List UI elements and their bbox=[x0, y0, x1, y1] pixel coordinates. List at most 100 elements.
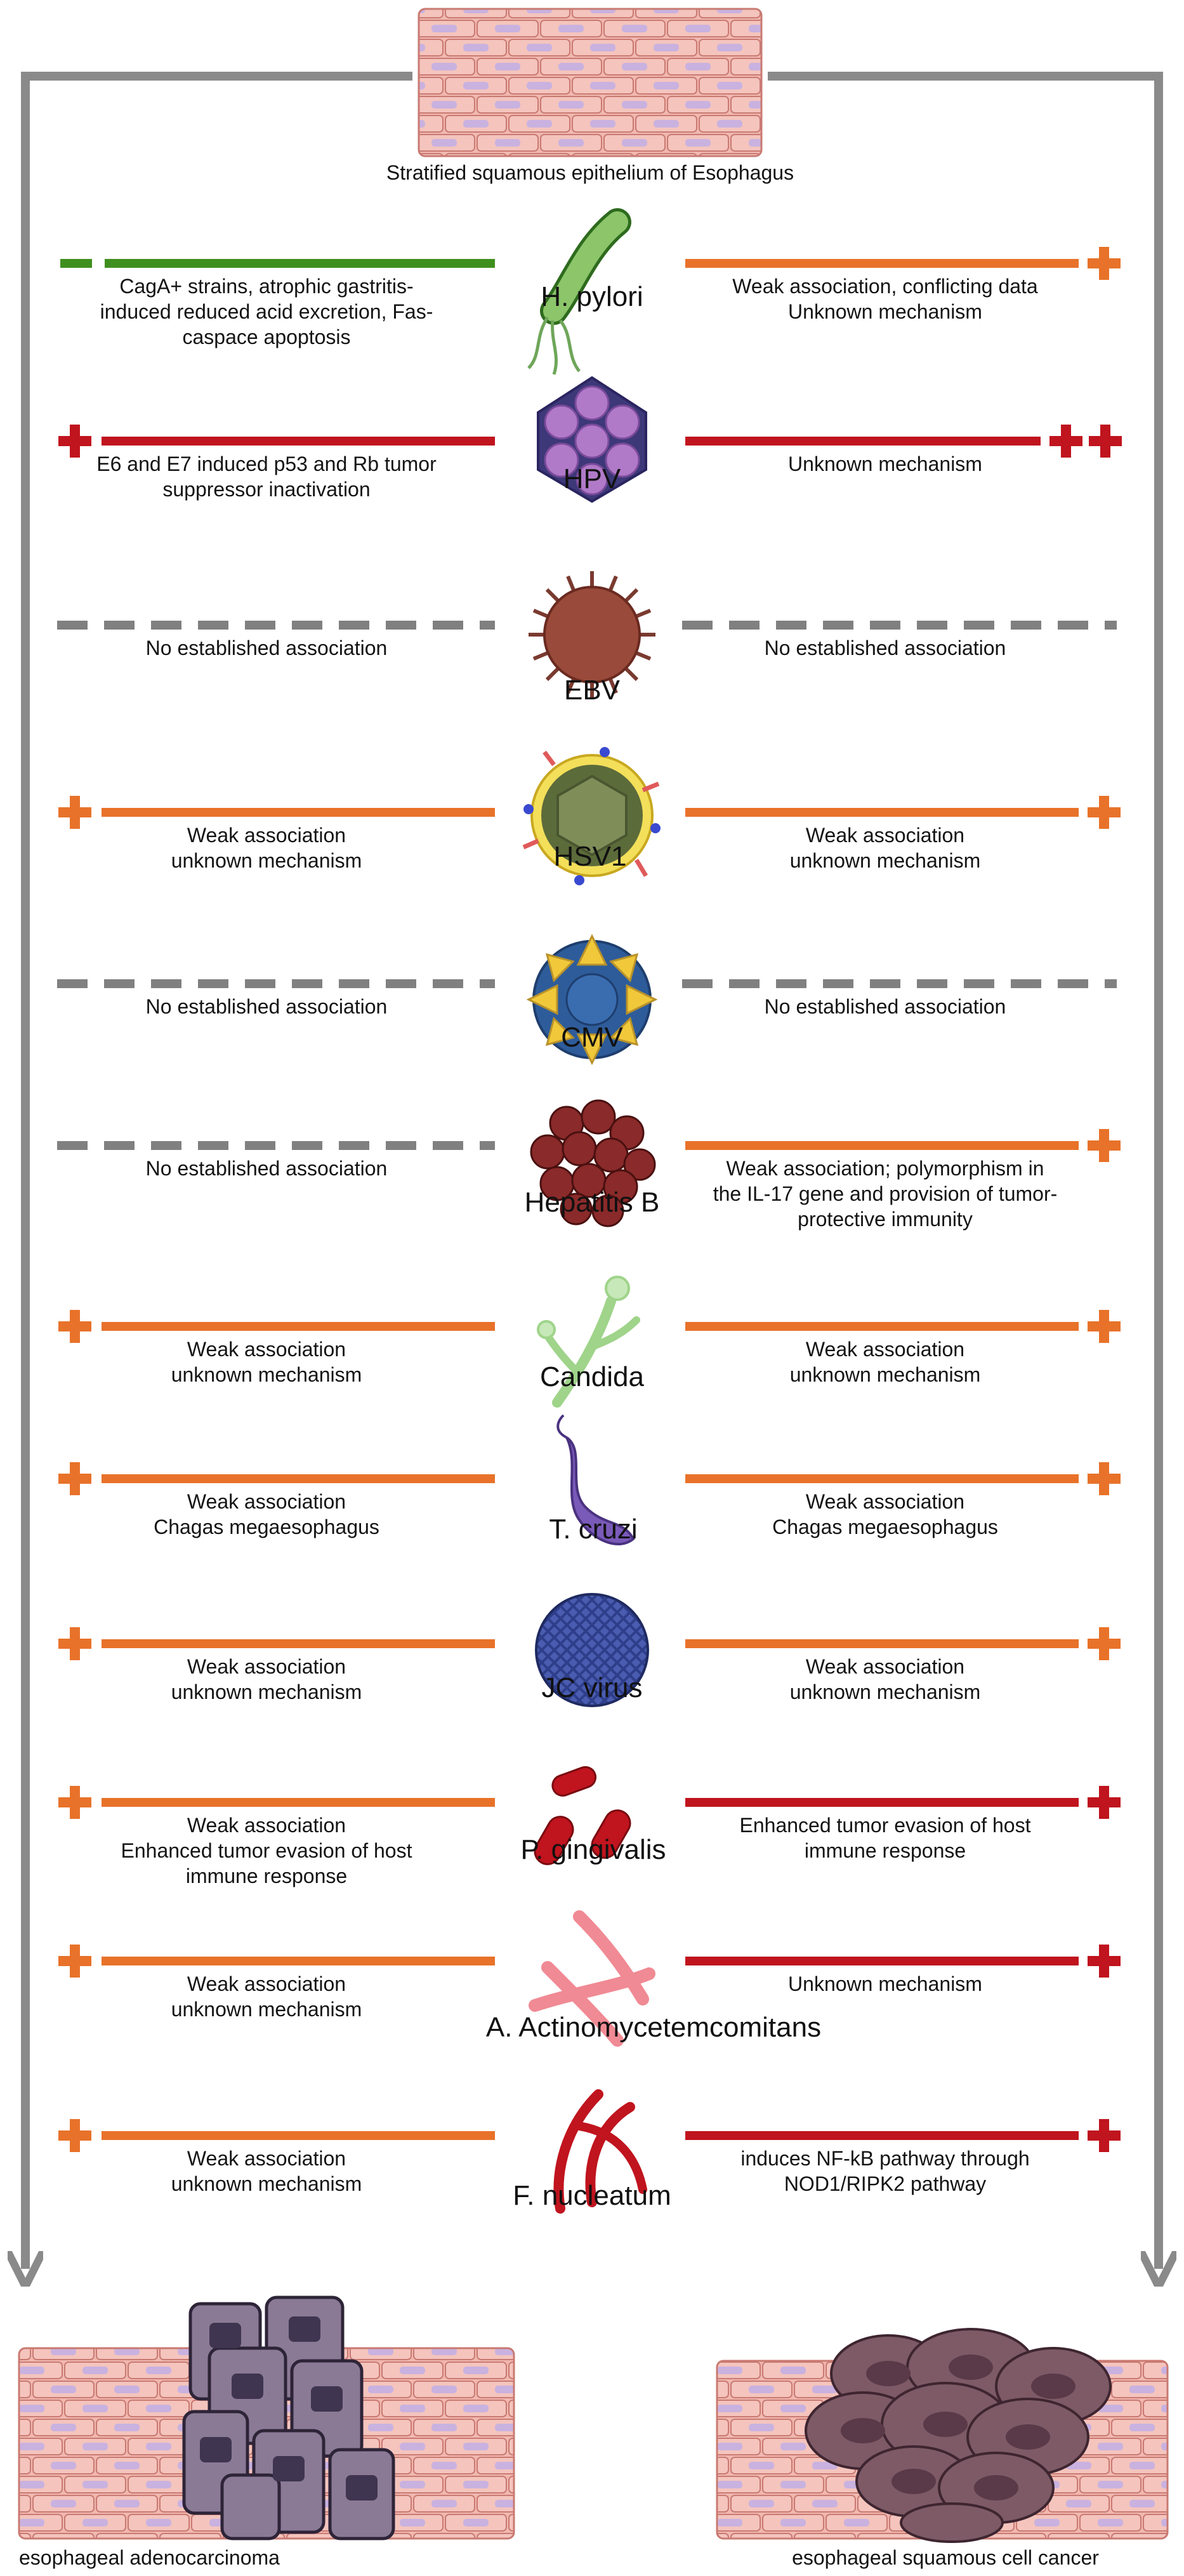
pathogen-name-8: JC virus bbox=[541, 1672, 643, 1703]
left-description-line: unknown mechanism bbox=[171, 1363, 362, 1386]
left-flow-arrow bbox=[25, 72, 412, 2269]
right-description-line: Weak association bbox=[805, 1490, 965, 1513]
left-description-line: Enhanced tumor evasion of host bbox=[121, 1839, 412, 1862]
right-description-2: No established association bbox=[688, 635, 1082, 661]
t-cruzi-icon bbox=[556, 1414, 635, 1546]
left-plus-mark-3 bbox=[58, 796, 91, 829]
pathogen-name-0: H. pylori bbox=[541, 281, 643, 312]
pathogen-name-1: HPV bbox=[563, 463, 621, 494]
left-line-6 bbox=[102, 1322, 495, 1331]
left-description-line: Weak association bbox=[187, 2147, 346, 2170]
right-plus-mark-a-1 bbox=[1049, 425, 1082, 458]
f-nucleatum-icon bbox=[553, 2089, 647, 2214]
left-line-10 bbox=[102, 1957, 495, 1965]
left-description-line: Weak association bbox=[187, 1814, 346, 1837]
left-description-line: Weak association bbox=[187, 1972, 346, 1995]
minus-mark-0 bbox=[60, 259, 92, 268]
left-description-line: CagA+ strains, atrophic gastritis- bbox=[119, 275, 414, 298]
left-description-line: suppressor inactivation bbox=[162, 478, 371, 501]
right-description-line: Unknown mechanism bbox=[788, 300, 982, 323]
right-plus-mark-11 bbox=[1088, 2119, 1121, 2152]
right-plus-mark-3 bbox=[1088, 796, 1121, 829]
right-description-1: Unknown mechanism bbox=[688, 451, 1082, 477]
pathogen-name-10: A. Actinomycetemcomitans bbox=[485, 2012, 822, 2043]
p-gingivalis-icon bbox=[534, 1766, 631, 1865]
left-line-11 bbox=[102, 2131, 495, 2140]
right-description-8: Weak association unknown mechanism bbox=[688, 1654, 1082, 1705]
adenocarcinoma-label: esophageal adenocarcinoma bbox=[19, 2546, 280, 2569]
right-description-10: Unknown mechanism bbox=[688, 1971, 1082, 1997]
left-line-9 bbox=[102, 1798, 495, 1807]
right-description-4: No established association bbox=[688, 994, 1082, 1019]
right-line-8 bbox=[685, 1639, 1079, 1648]
left-description-line: unknown mechanism bbox=[171, 2172, 362, 2195]
right-line-10 bbox=[685, 1957, 1079, 1965]
pathogen-name-9: P. gingivalis bbox=[520, 1834, 666, 1865]
right-line-11 bbox=[685, 2131, 1079, 2140]
right-description-line: immune response bbox=[804, 1839, 966, 1862]
adenocarcinoma-illustration bbox=[18, 2295, 515, 2540]
right-description-line: unknown mechanism bbox=[789, 1681, 981, 1703]
right-flow-arrow bbox=[768, 72, 1159, 2269]
left-description-line: No established association bbox=[145, 637, 388, 659]
left-plus-mark-10 bbox=[58, 1945, 91, 1978]
right-description-line: unknown mechanism bbox=[789, 849, 981, 872]
right-plus-mark-5 bbox=[1088, 1129, 1121, 1162]
right-description-line: the IL-17 gene and provision of tumor- bbox=[713, 1182, 1058, 1205]
a-actinomycetemcomitans-icon bbox=[529, 1910, 655, 2047]
left-description-line: unknown mechanism bbox=[171, 1681, 362, 1703]
pathogen-name-6: Candida bbox=[540, 1361, 644, 1392]
right-description-line: Weak association bbox=[805, 1655, 965, 1678]
right-description-line: Weak association bbox=[805, 1338, 965, 1361]
right-plus-mark-6 bbox=[1088, 1310, 1121, 1343]
pathogen-name-5: Hepatitis B bbox=[524, 1187, 660, 1218]
association-rows bbox=[57, 247, 1122, 2152]
cmv-icon bbox=[526, 934, 658, 1066]
left-description-10: Weak association unknown mechanism bbox=[70, 1971, 463, 2022]
right-line-3 bbox=[685, 808, 1079, 817]
left-description-line: E6 and E7 induced p53 and Rb tumor bbox=[96, 452, 437, 475]
squamous-cell-cancer-illustration bbox=[716, 2328, 1169, 2543]
right-description-line: Weak association bbox=[805, 824, 965, 847]
top-epithelium-label: Stratified squamous epithelium of Esopha… bbox=[386, 161, 794, 184]
left-plus-mark-7 bbox=[58, 1462, 91, 1495]
left-description-line: Weak association bbox=[187, 1490, 346, 1513]
left-description-line: Weak association bbox=[187, 1655, 346, 1678]
h-pylori-icon bbox=[527, 208, 631, 375]
right-description-line: Chagas megaesophagus bbox=[772, 1516, 998, 1538]
left-description-4: No established association bbox=[70, 994, 463, 1019]
pathogen-name-7: T. cruzi bbox=[549, 1514, 638, 1545]
right-description-line: NOD1/RIPK2 pathway bbox=[784, 2172, 987, 2195]
candida-icon bbox=[537, 1276, 640, 1408]
right-description-line: Weak association; polymorphism in bbox=[726, 1157, 1044, 1180]
left-description-line: induced reduced acid excretion, Fas- bbox=[100, 300, 433, 323]
left-description-line: Weak association bbox=[187, 1338, 346, 1361]
right-plus-mark-9 bbox=[1088, 1786, 1121, 1819]
pathogen-name-3: HSV1 bbox=[553, 841, 627, 872]
hsv1-icon bbox=[522, 747, 661, 885]
top-epithelium-illustration bbox=[418, 8, 763, 157]
right-description-line: Weak association, conflicting data bbox=[732, 275, 1038, 298]
left-description-line: unknown mechanism bbox=[171, 1998, 362, 2021]
left-description-8: Weak association unknown mechanism bbox=[70, 1654, 463, 1705]
jc-virus-icon bbox=[535, 1593, 649, 1707]
left-description-line: No established association bbox=[145, 995, 388, 1018]
left-plus-mark-11 bbox=[58, 2119, 91, 2152]
left-line-1 bbox=[102, 437, 495, 446]
right-line-6 bbox=[685, 1322, 1079, 1331]
left-description-0: CagA+ strains, atrophic gastritis-induce… bbox=[70, 274, 463, 350]
left-description-5: No established association bbox=[70, 1156, 463, 1181]
squamous-cell-cancer-label: esophageal squamous cell cancer bbox=[792, 2546, 1099, 2569]
right-description-line: Unknown mechanism bbox=[788, 1972, 982, 1995]
left-description-2: No established association bbox=[70, 635, 463, 661]
left-plus-mark-6 bbox=[58, 1310, 91, 1343]
right-description-line: No established association bbox=[764, 995, 1006, 1018]
